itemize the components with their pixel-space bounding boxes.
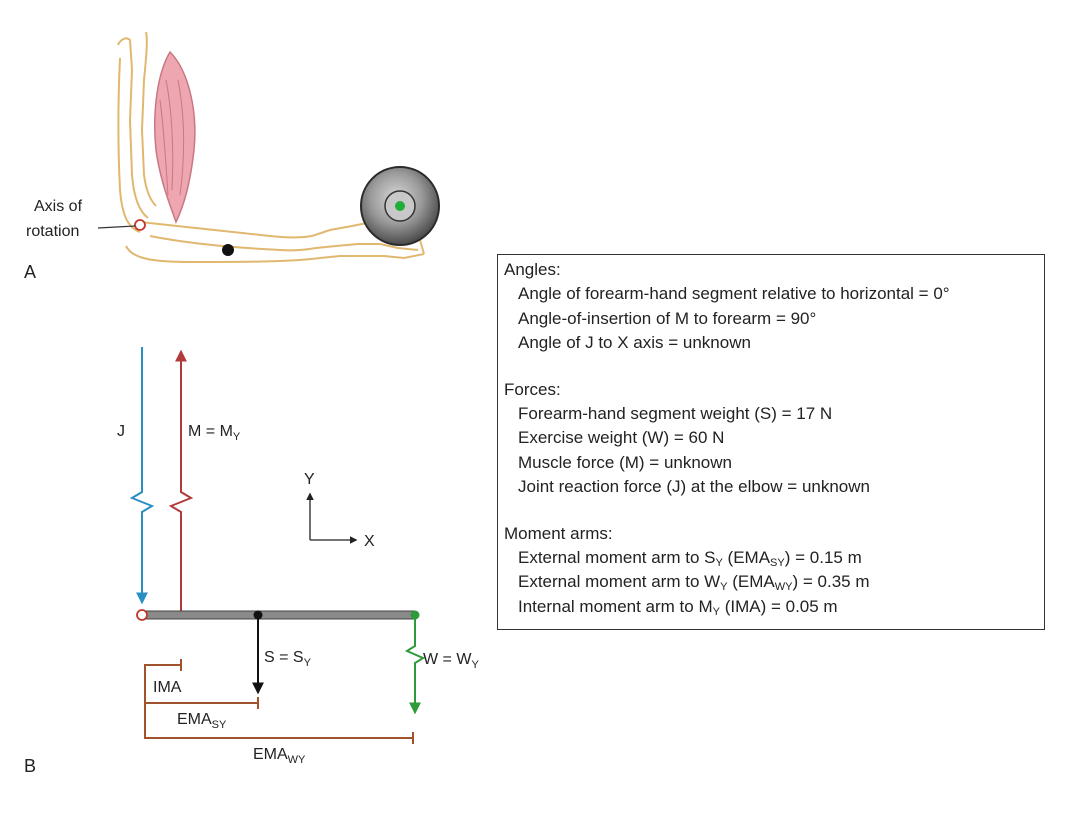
moment-arm-s: External moment arm to SY (EMASY) = 0.15…: [518, 548, 862, 570]
forearm-segment-bar: [141, 610, 416, 620]
ema-s-bracket: [145, 697, 259, 709]
hand-bones: [311, 220, 425, 260]
humerus-bone: [117, 31, 157, 219]
axis-of-rotation-label-line2: rotation: [26, 223, 79, 240]
ema-w-label: EMAWY: [253, 746, 306, 766]
forces-heading: Forces:: [504, 379, 561, 399]
axis-of-rotation-label-line1: Axis of: [34, 198, 83, 215]
axis-of-rotation-marker: [134, 219, 146, 231]
biceps-fiber-lines: [159, 79, 185, 196]
panel-a-label: A: [24, 262, 36, 282]
angle-forearm-horizontal: Angle of forearm-hand segment relative t…: [518, 284, 950, 304]
parameters-box: Angles: Angle of forearm-hand segment re…: [497, 254, 1045, 630]
force-exercise-weight: Exercise weight (W) = 60 N: [518, 428, 725, 448]
muscle-force-label: M = MY: [188, 423, 241, 443]
ema-w-bracket: [145, 732, 414, 744]
ema-s-label: EMASY: [177, 711, 227, 731]
forearm-bone-middle: [149, 235, 317, 252]
moment-arm-w: External moment arm to WY (EMAWY) = 0.35…: [518, 572, 870, 594]
joint-reaction-force-arrow: [129, 347, 155, 605]
ima-bracket: [145, 659, 182, 671]
force-muscle: Muscle force (M) = unknown: [518, 452, 732, 472]
humerus-shaft: [117, 57, 141, 233]
exercise-weight-arrow: [404, 619, 426, 715]
elbow-joint-marker: [136, 609, 148, 621]
biceps-muscle: [154, 50, 196, 224]
y-axis-label: Y: [304, 471, 315, 488]
ima-label: IMA: [153, 679, 182, 696]
panel-a-arm-illustration: Axis of rotation A: [24, 31, 440, 282]
segment-weight-point: [253, 610, 263, 620]
muscle-force-arrow: [168, 349, 194, 612]
axis-of-rotation-leader: [97, 225, 136, 229]
force-segment-weight: Forearm-hand segment weight (S) = 17 N: [518, 404, 833, 424]
angle-insertion-m: Angle-of-insertion of M to forearm = 90°: [518, 308, 817, 328]
forearm-center-of-mass-dot: [222, 244, 234, 256]
moment-arms-heading: Moment arms:: [504, 523, 613, 543]
forearm-bone-upper: [139, 221, 313, 239]
x-axis-label: X: [364, 533, 375, 550]
exercise-weight-label: W = WY: [423, 651, 479, 671]
panel-b-free-body-diagram: J M = MY Y X S = SY W = WY IMA: [24, 347, 479, 776]
force-joint-reaction: Joint reaction force (J) at the elbow = …: [518, 477, 870, 497]
forearm-bone-lower: [125, 245, 321, 264]
angles-heading: Angles:: [504, 260, 561, 279]
exercise-weight-point: [410, 610, 420, 620]
panel-b-label: B: [24, 756, 36, 776]
angle-j-x-axis: Angle of J to X axis = unknown: [518, 333, 751, 353]
weight-center-dot: [395, 201, 405, 211]
moment-arm-m: Internal moment arm to MY (IMA) = 0.05 m: [518, 596, 838, 618]
joint-reaction-force-label: J: [117, 423, 125, 440]
segment-weight-label: S = SY: [264, 649, 312, 669]
